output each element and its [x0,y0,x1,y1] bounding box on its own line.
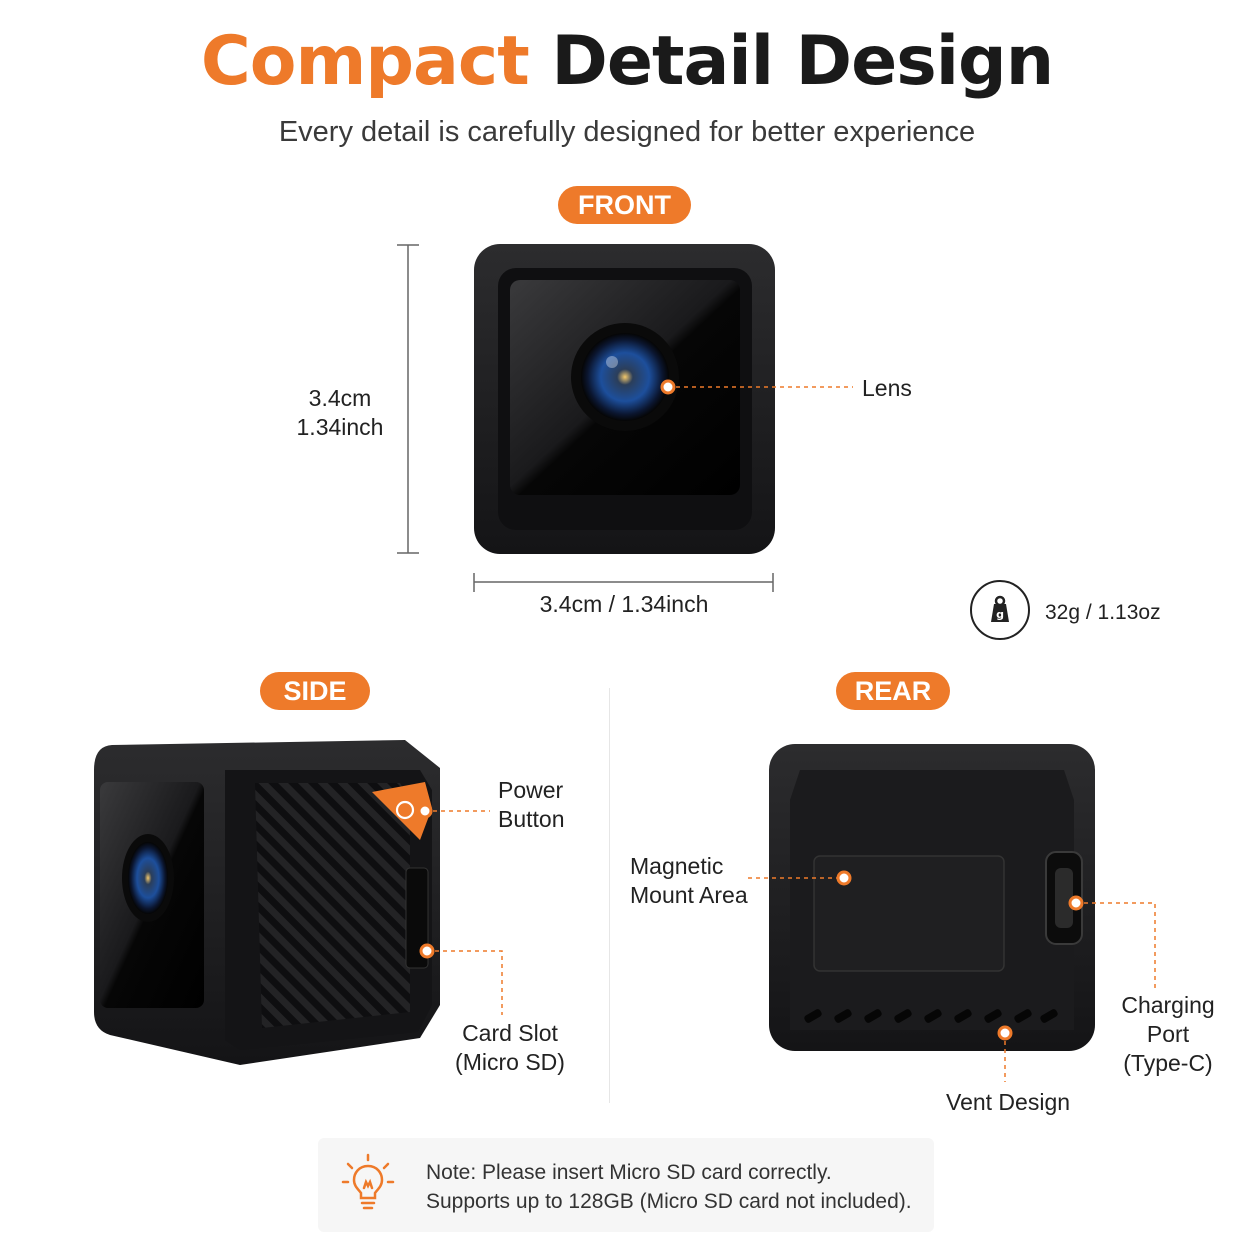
magnetic-mount-label: Magnetic Mount Area [630,853,748,908]
vent-design-label: Vent Design [946,1089,1071,1115]
section-divider [609,688,610,1103]
charging-callout [1068,895,1156,990]
weight-icon: g [970,580,1030,640]
lens-label: Lens [862,375,912,401]
title-rest: Detail Design [551,22,1054,101]
width-dimension-label: 3.4cm / 1.34inch [539,591,709,617]
note-box [318,1138,934,1232]
svg-text:g: g [996,608,1004,621]
height-dimension-label: 3.4cm 1.34inch [296,385,384,440]
charging-port-label: Charging Port (Type-C) [1121,992,1215,1076]
lens-callout [660,379,853,395]
lens-icon [581,333,669,421]
note-line-1: Note: Please insert Micro SD card correc… [426,1161,832,1184]
page-title: Compact Detail Design [0,22,1254,101]
weight-label: 32g / 1.13oz [1045,601,1161,624]
front-camera [474,244,775,554]
power-button-icon [372,782,432,840]
vent-slots [804,1009,1058,1023]
page-subtitle: Every detail is carefully designed for b… [278,116,976,148]
card-slot-label: Card Slot (Micro SD) [455,1020,565,1075]
title-accent: Compact [200,22,530,101]
height-dimension-line [397,244,419,554]
magnetic-callout [748,870,852,886]
lightbulb-icon [340,1152,396,1216]
side-camera [94,740,440,1065]
rear-camera [769,744,1095,1051]
vent-callout [997,1025,1013,1082]
power-callout [417,803,490,819]
side-badge: SIDE [260,672,370,710]
card-slot-callout [419,943,503,1015]
note-text: Note: Please insert Micro SD card correc… [426,1158,912,1216]
width-dimension-line [473,573,774,592]
note-line-2: Supports up to 128GB (Micro SD card not … [426,1190,912,1213]
front-badge: FRONT [558,186,691,224]
rear-badge: REAR [836,672,950,710]
power-button-label: Power Button [498,777,565,832]
